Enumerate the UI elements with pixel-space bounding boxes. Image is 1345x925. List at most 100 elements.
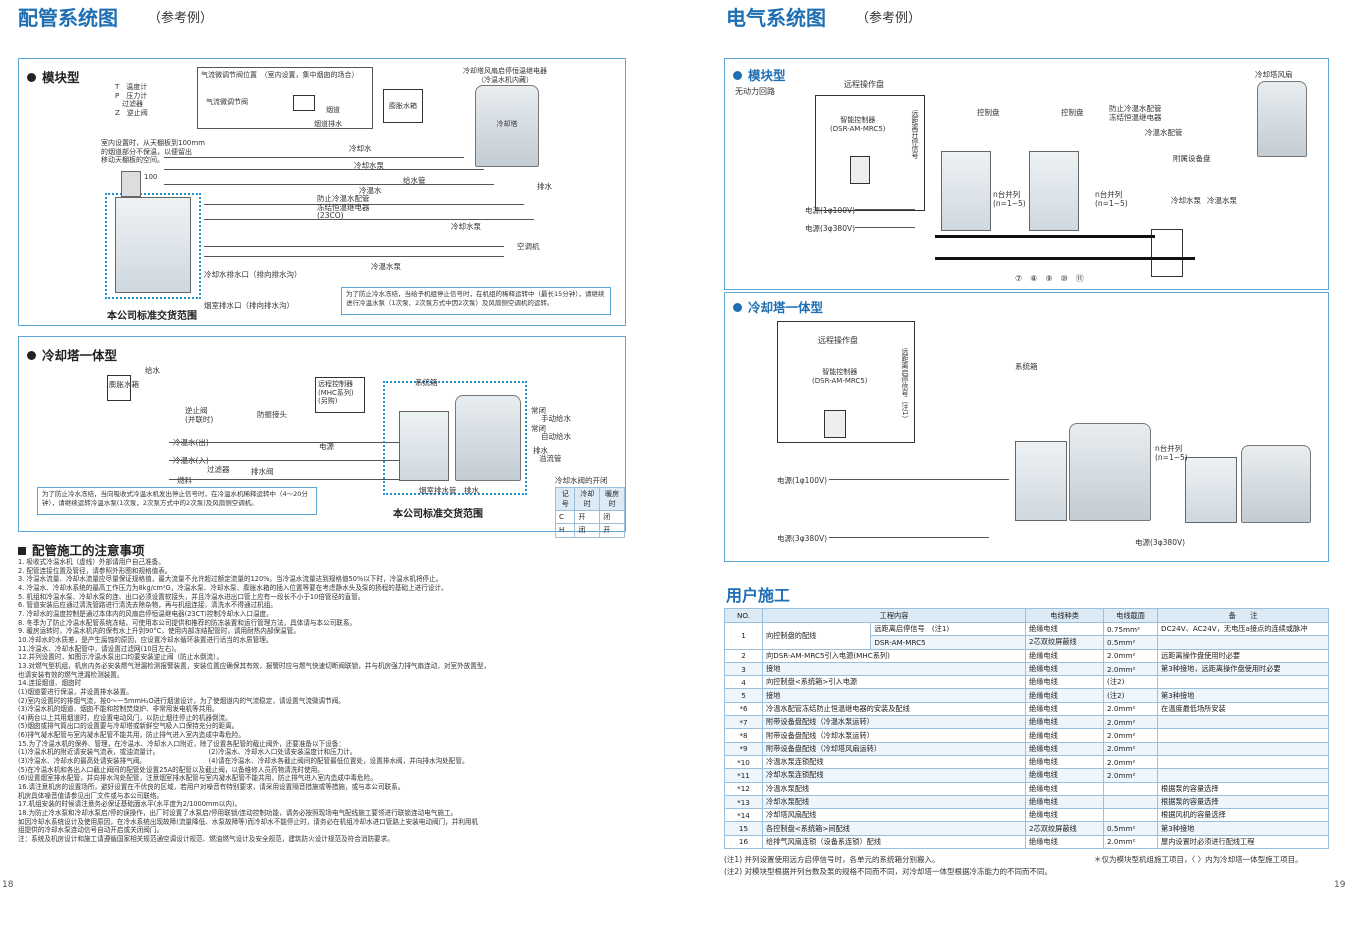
left-page-number: 18 [2, 880, 14, 890]
cooling-tower-2 [455, 395, 521, 481]
label-auto: 自动给水 [541, 432, 571, 441]
label-cool-drain: 冷却水阀的开闭 [555, 476, 608, 485]
elec-modular-heading: 模块型 [733, 65, 786, 84]
cell: 根据风机的容量选择 [1157, 808, 1329, 823]
cooling-tower-e [1257, 81, 1307, 157]
cell-no: *10 [724, 754, 763, 770]
cell-work: 冷却塔风扇配线 [761, 808, 1027, 823]
label-filter: 过滤器 [207, 465, 230, 474]
tower-electrical-diagram: 冷却塔一体型 远程操作盘 智能控制器 (DSR-AM-MRC5) 远距离启停信号… [724, 292, 1329, 562]
bullet-icon [733, 303, 742, 312]
tower-unit-1 [1015, 441, 1067, 521]
cell: 2.0mm² [1103, 728, 1159, 743]
note-line: 也请安装有效的燃气泄漏检测装置。 [18, 670, 124, 679]
note-line: 8. 冬季为了防止冷温水配管系统冻结，可使用本公司提供和推荐的防冻装置和运行管理… [18, 618, 357, 627]
note-line: (4)两台以上共用烟道时，应设置电动风门，以防止烟往停止的机器倒流。 [18, 713, 232, 722]
cell: DSR-AM-MRC5 [870, 635, 1027, 650]
label-power: 电源 [319, 442, 334, 451]
label-aux: 附属设备盘 [1173, 154, 1211, 163]
note-line: 4. 冷温水、冷却水系统的最高工作压力为8kg/cm²G，冷温水泵、冷却水泵、膨… [18, 583, 448, 592]
label-drain-2: 排水 [533, 446, 548, 455]
cell: 2芯双绞屏蔽线 [1025, 821, 1105, 836]
label-parallel-e: n台并列 (n=1~5) [1155, 444, 1188, 462]
cell [1157, 754, 1329, 770]
label-power1-e: 电源(1φ100V) [777, 476, 828, 485]
label-ctrl1: 控制盘 [977, 108, 1000, 117]
notes-heading: 配管施工的注意事项 [18, 540, 145, 559]
note-line: (5)烟囱或排气筒出口的设置要与冷却塔或新鲜空气吸入口保持充分的距离。 [18, 722, 239, 731]
cell-no: 5 [724, 688, 763, 703]
label-cold-pump: 冷却水泵 [354, 161, 384, 170]
cell-work: 接地 [761, 688, 1027, 703]
modular-note: 为了防止冷水冻结，当给予机组停止信号时，在机组的稀释运转中（最长15分钟），请继… [341, 287, 611, 315]
cell-no: *13 [724, 794, 763, 810]
label-check: 逆止阀 (并联时) [185, 406, 214, 424]
remote-controller: 远程控制器 (MHC系列) (另购) [315, 377, 365, 413]
cell: 2.0mm² [1103, 768, 1159, 783]
label-tower-fan: 冷却塔风扇 [1255, 70, 1293, 79]
chiller-unit-2 [399, 411, 449, 481]
label-ctrl2: 控制盘 [1061, 108, 1084, 117]
label-constant2: 常闭 [531, 424, 546, 433]
cell: 绝缘电线 [1025, 741, 1105, 756]
mark-100: 100 [144, 173, 158, 181]
label-cold-water: 冷却水 [349, 144, 372, 153]
remote-panel: 远程操作盘 智能控制器 (DSR-AM-MRC5) 远距离开停信号 [815, 80, 925, 211]
label-coolpump-e: 冷却水泵 [1171, 196, 1201, 205]
cell-work: 接地 [761, 661, 1027, 677]
label-power3b-e: 电源(3φ380V) [1135, 538, 1186, 547]
label-constant: 常闭 [531, 406, 546, 415]
tower-unit-2-cooler [1241, 445, 1311, 523]
right-page-number: 19 [1334, 880, 1345, 890]
tower-note: 为了防止冷水冻结，当向吸收式冷温水机发出停止信号时，在冷温水机稀释运转中（4～2… [37, 487, 317, 515]
cell: 绝缘电线 [1025, 621, 1105, 637]
cell [1103, 781, 1159, 796]
note-line: 16.请注意机房的设置场所，避好设置在不优良的区域，若用户对噪音有特别要求，请采… [18, 783, 405, 792]
note-line: 10.冷却水的水质差，是产生腐蚀的原因，应设置冷却水循环装置进行适当的水质管理。 [18, 635, 273, 644]
cell: 绝缘电线 [1025, 834, 1105, 850]
label-manual: 手动给水 [541, 414, 571, 423]
note-line: (3)冷温水机的烟道、烟囱不能和控制焚烧炉、非常用发电机等共用。 [18, 705, 219, 714]
cell: 远距离操作盘使用时必要 [1157, 648, 1329, 663]
note-line: (1)冷温水机的附近请安装气流表，或油流量计。 (2)冷温水、冷却水入口处请安装… [18, 748, 357, 757]
cell [1157, 768, 1329, 783]
scope-dashed [105, 193, 201, 299]
cell-no: 4 [724, 675, 763, 690]
flue-stack [121, 171, 141, 197]
cell-work: 向DSR-AM-MRC5引入电源(MHC系列) [761, 648, 1027, 663]
note-line: 组提供的冷却水泵连动信号自动开启或关闭阀门。 [18, 826, 164, 835]
expansion-tank: 膨胀水箱 [383, 89, 423, 123]
cell-no: *12 [724, 781, 763, 796]
cell [1103, 808, 1159, 823]
cell-work: 冷温水配管冻结防止恒温继电器的安装及配线 [761, 701, 1027, 717]
cell: 2.0mm² [1103, 661, 1159, 677]
note-line: 6. 管道安装后应通过清洗管路进行清洗去除杂物，再与机组连接，清洗水不得通过机组… [18, 601, 277, 610]
scope-label-2: 本公司标准交货范围 [393, 509, 483, 520]
label-drain: 排水 [537, 182, 552, 191]
cell-work: 给排气风扇连锁（设备系连锁）配线 [761, 834, 1027, 850]
note-line: 15.为了冷温水机的保养、管理，在冷温水、冷却水入口附近，除了设置各配管的截止阀… [18, 739, 345, 748]
cell-no: *9 [724, 741, 763, 756]
note-line: (6)设置烟室排水配管，并向排水沟处配管，注意烟室排水配管与室内凝水配管不能共用… [18, 774, 377, 783]
label-pump2: 冷却水泵 [451, 222, 481, 231]
label-chamber: 烟室排水管 排水 [419, 486, 479, 495]
note-line: (6)排气凝水配管与室内凝水配管不能共用，防止排气进入室内造成中毒危险。 [18, 731, 245, 740]
cell-work: 附带设备盘配线（冷却塔风扇运转） [761, 741, 1027, 756]
cell-no: *11 [724, 768, 763, 783]
note-line: (2)室内设置时的排烟气流，按0～－5mmH₂O进行烟道设计，为了使烟道内的气流… [18, 696, 345, 705]
tower-piping-diagram: 冷却塔一体型 膨胀水箱 给水 冷温水(出) 冷温水(入) 过滤器 排水阀 燃料 … [18, 336, 626, 538]
cell: 绝缘电线 [1025, 754, 1105, 770]
label-cwpump-e: 冷温水配管 [1145, 128, 1183, 137]
cell-work: 向控制盘<系统箱>引入电源 [761, 675, 1027, 690]
note-line: (3)冷温水、冷却水的最高处请安装排气阀。 (4)请在冷温水、冷却水各截止阀间的… [18, 757, 469, 766]
elec-sub: 无动力回路 [735, 87, 775, 96]
